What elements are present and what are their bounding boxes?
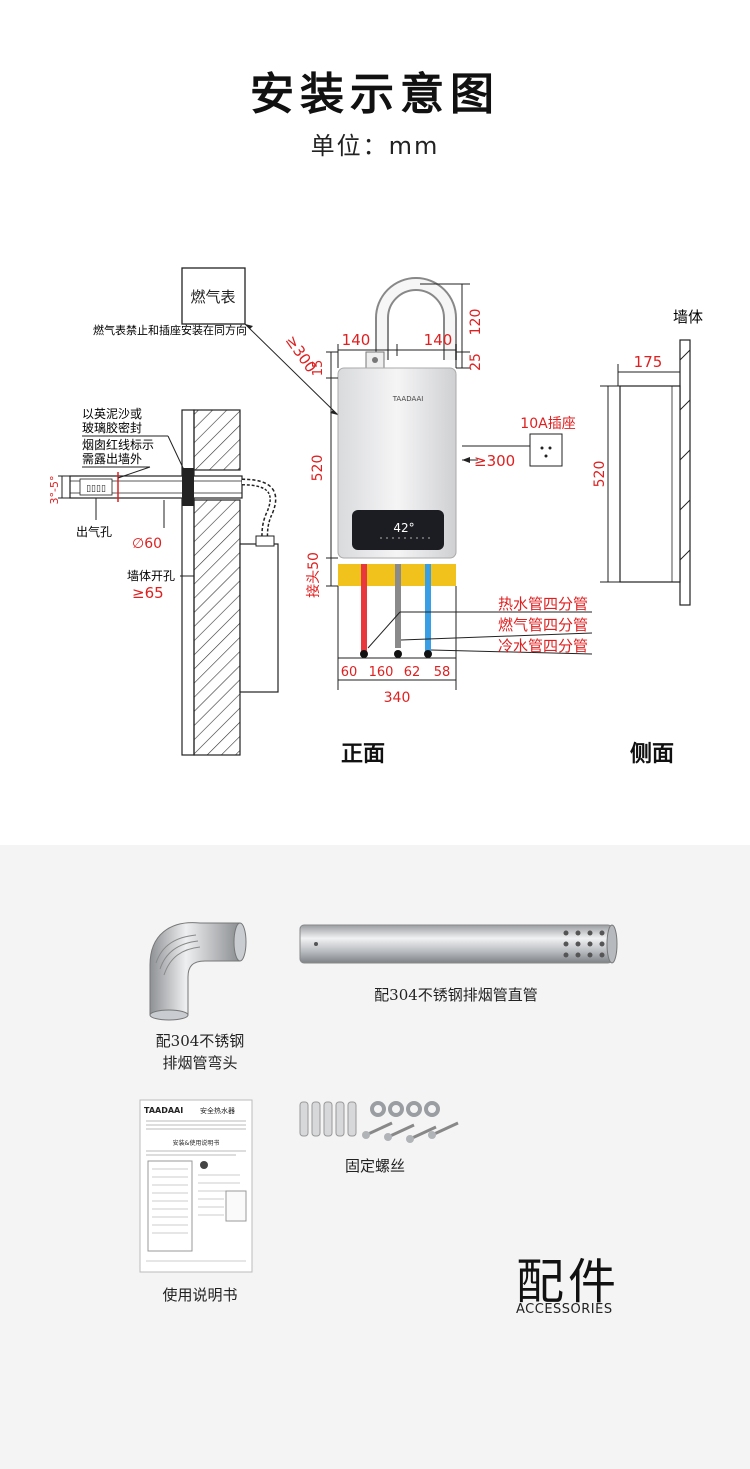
svg-text:▯▯▯▯: ▯▯▯▯ [86,484,106,494]
dim-width: 340 [384,690,411,706]
elbow-pipe-image [149,922,247,1021]
gas-pipe-label: 燃气管四分管 [498,616,588,634]
cold-water-pipe [425,564,431,652]
seal-line2: 玻璃胶密封 [82,420,142,435]
gas-meter-box [181,267,246,325]
heater-brand: TAADAAI [392,395,424,403]
dim-top-right: 140 [424,331,453,349]
accessories-title: 配件 [516,1254,621,1310]
manual-title: 安全热水器 [200,1106,235,1115]
dim-bottom-0: 60 [341,665,358,680]
chimney-mark-line2: 需露出墙外 [82,452,142,466]
gas-pipe [395,564,401,648]
dim-bottom-1: 160 [369,665,394,680]
seal-line1: 以英泥沙或 [82,407,142,421]
socket-icon [529,433,563,467]
manual-caption: 使用说明书 [162,1286,238,1304]
unit-label: 单位：mm [310,132,440,160]
accessories-images: TAADAAI 安全热水器 安装&使用说明书 [139,922,618,1273]
elbow-caption-line1: 配304不锈钢 [155,1032,245,1050]
installation-diagram: 燃气表 燃气表禁止和插座安装在同方向 ≥300 ▯▯▯▯ 3°-5° 以英泥沙或… [48,267,703,756]
socket-label: 10A插座 [520,416,575,432]
socket-distance: ≥300 [474,452,515,470]
gas-meter-label: 燃气表 [190,288,235,306]
display-temp: 42° [393,521,414,535]
dim-bottom-2: 62 [404,665,421,680]
straight-pipe-image [299,924,618,964]
chimney-mark-line1: 烟囱红线标示 [82,437,154,452]
side-height: 520 [592,461,608,488]
hot-water-pipe [361,564,367,624]
pipe-diameter: ∅60 [132,536,162,552]
dim-v15: 15 [311,360,326,377]
cold-pipe-label: 冷水管四分管 [498,637,588,655]
water-heater-side [619,339,691,606]
gas-meter-warning: 燃气表禁止和插座安装在同方向 [93,323,247,337]
manual-subtitle: 安装&使用说明书 [173,1139,220,1147]
wall-section [181,409,241,756]
water-heater-front: TAADAAI 42° [337,277,593,658]
side-depth: 175 [634,353,663,371]
elbow-caption: 配304不锈钢 排烟管弯头 [130,1030,270,1074]
screws-image [299,1101,459,1143]
gas-meter-distance-line [244,323,339,416]
wall-hole-label: 墙体开孔 [127,569,175,583]
side-view-label: 侧面 [630,742,675,767]
screws-caption: 固定螺丝 [344,1157,405,1175]
dim-top-left: 140 [342,331,371,349]
elbow-caption-line2: 排烟管弯头 [162,1054,238,1072]
manual-image: TAADAAI 安全热水器 安装&使用说明书 [139,1099,253,1273]
dim-bottom-3: 58 [434,665,451,680]
dim-top-height: 120 [468,309,484,336]
dim-joint: 接头50 [305,552,322,598]
dim-height: 520 [310,455,326,482]
tilt-label: 3°-5° [48,476,61,505]
pipe-caption: 配304不锈钢排烟管直管 [374,986,538,1004]
dim-bracket: 25 [468,353,484,371]
hot-pipe-label: 热水管四分管 [498,595,588,613]
page-title: 安装示意图 [250,69,500,120]
manual-brand: TAADAAI [144,1106,183,1115]
front-view-label: 正面 [341,742,386,767]
heater-display [352,510,444,550]
wall-hole-min: ≥65 [132,584,164,602]
accessories-subtitle: ACCESSORIES [516,1302,613,1317]
wall-label: 墙体 [673,308,703,326]
outlet-label: 出气孔 [76,524,112,539]
chimney-pipe: ▯▯▯▯ [69,468,279,693]
